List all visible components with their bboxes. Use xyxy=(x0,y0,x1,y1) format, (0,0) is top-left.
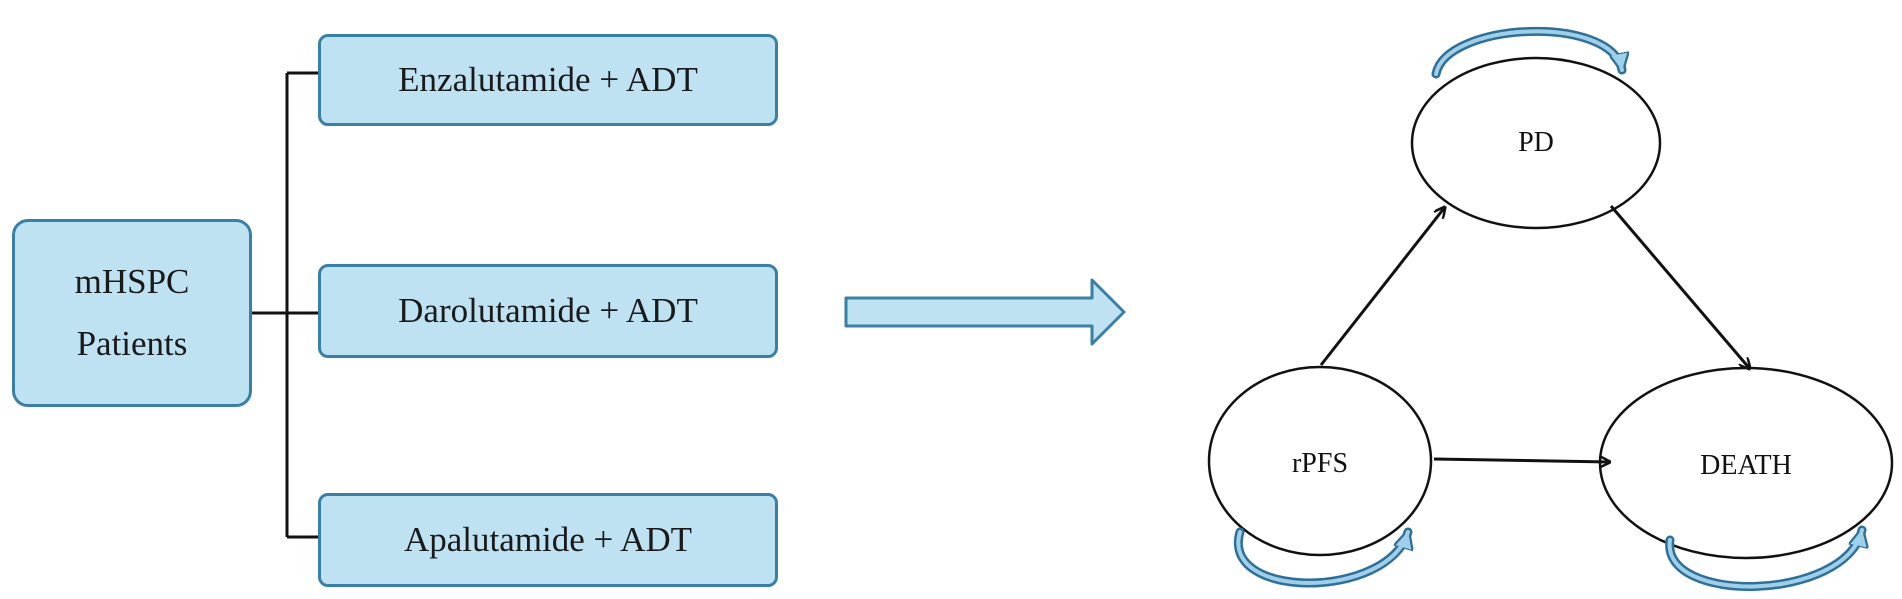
patients-label-line2: Patients xyxy=(76,324,188,363)
treatment-label: Apalutamide + ADT xyxy=(403,520,692,559)
state-pd-ellipse xyxy=(1410,56,1662,230)
treatment-box-apalutamide: Apalutamide + ADT xyxy=(318,493,778,587)
patients-box: mHSPC Patients xyxy=(12,219,252,407)
state-rpfs-ellipse xyxy=(1207,365,1433,557)
treatment-label: Darolutamide + ADT xyxy=(398,291,698,330)
patients-label-line1: mHSPC xyxy=(74,262,190,301)
block-right-arrow-icon xyxy=(844,278,1126,346)
treatment-box-darolutamide: Darolutamide + ADT xyxy=(318,264,778,358)
treatment-label: Enzalutamide + ADT xyxy=(398,60,698,99)
state-rpfs-label: rPFS xyxy=(1291,448,1349,479)
arrow-rpfs-to-pd xyxy=(1319,207,1445,366)
arrow-pd-to-death xyxy=(1609,205,1750,369)
state-death-label: DEATH xyxy=(1700,450,1792,481)
arrow-rpfs-to-death xyxy=(1433,459,1610,462)
treatment-box-enzalutamide: Enzalutamide + ADT xyxy=(318,34,778,126)
state-pd-label: PD xyxy=(1518,127,1554,158)
